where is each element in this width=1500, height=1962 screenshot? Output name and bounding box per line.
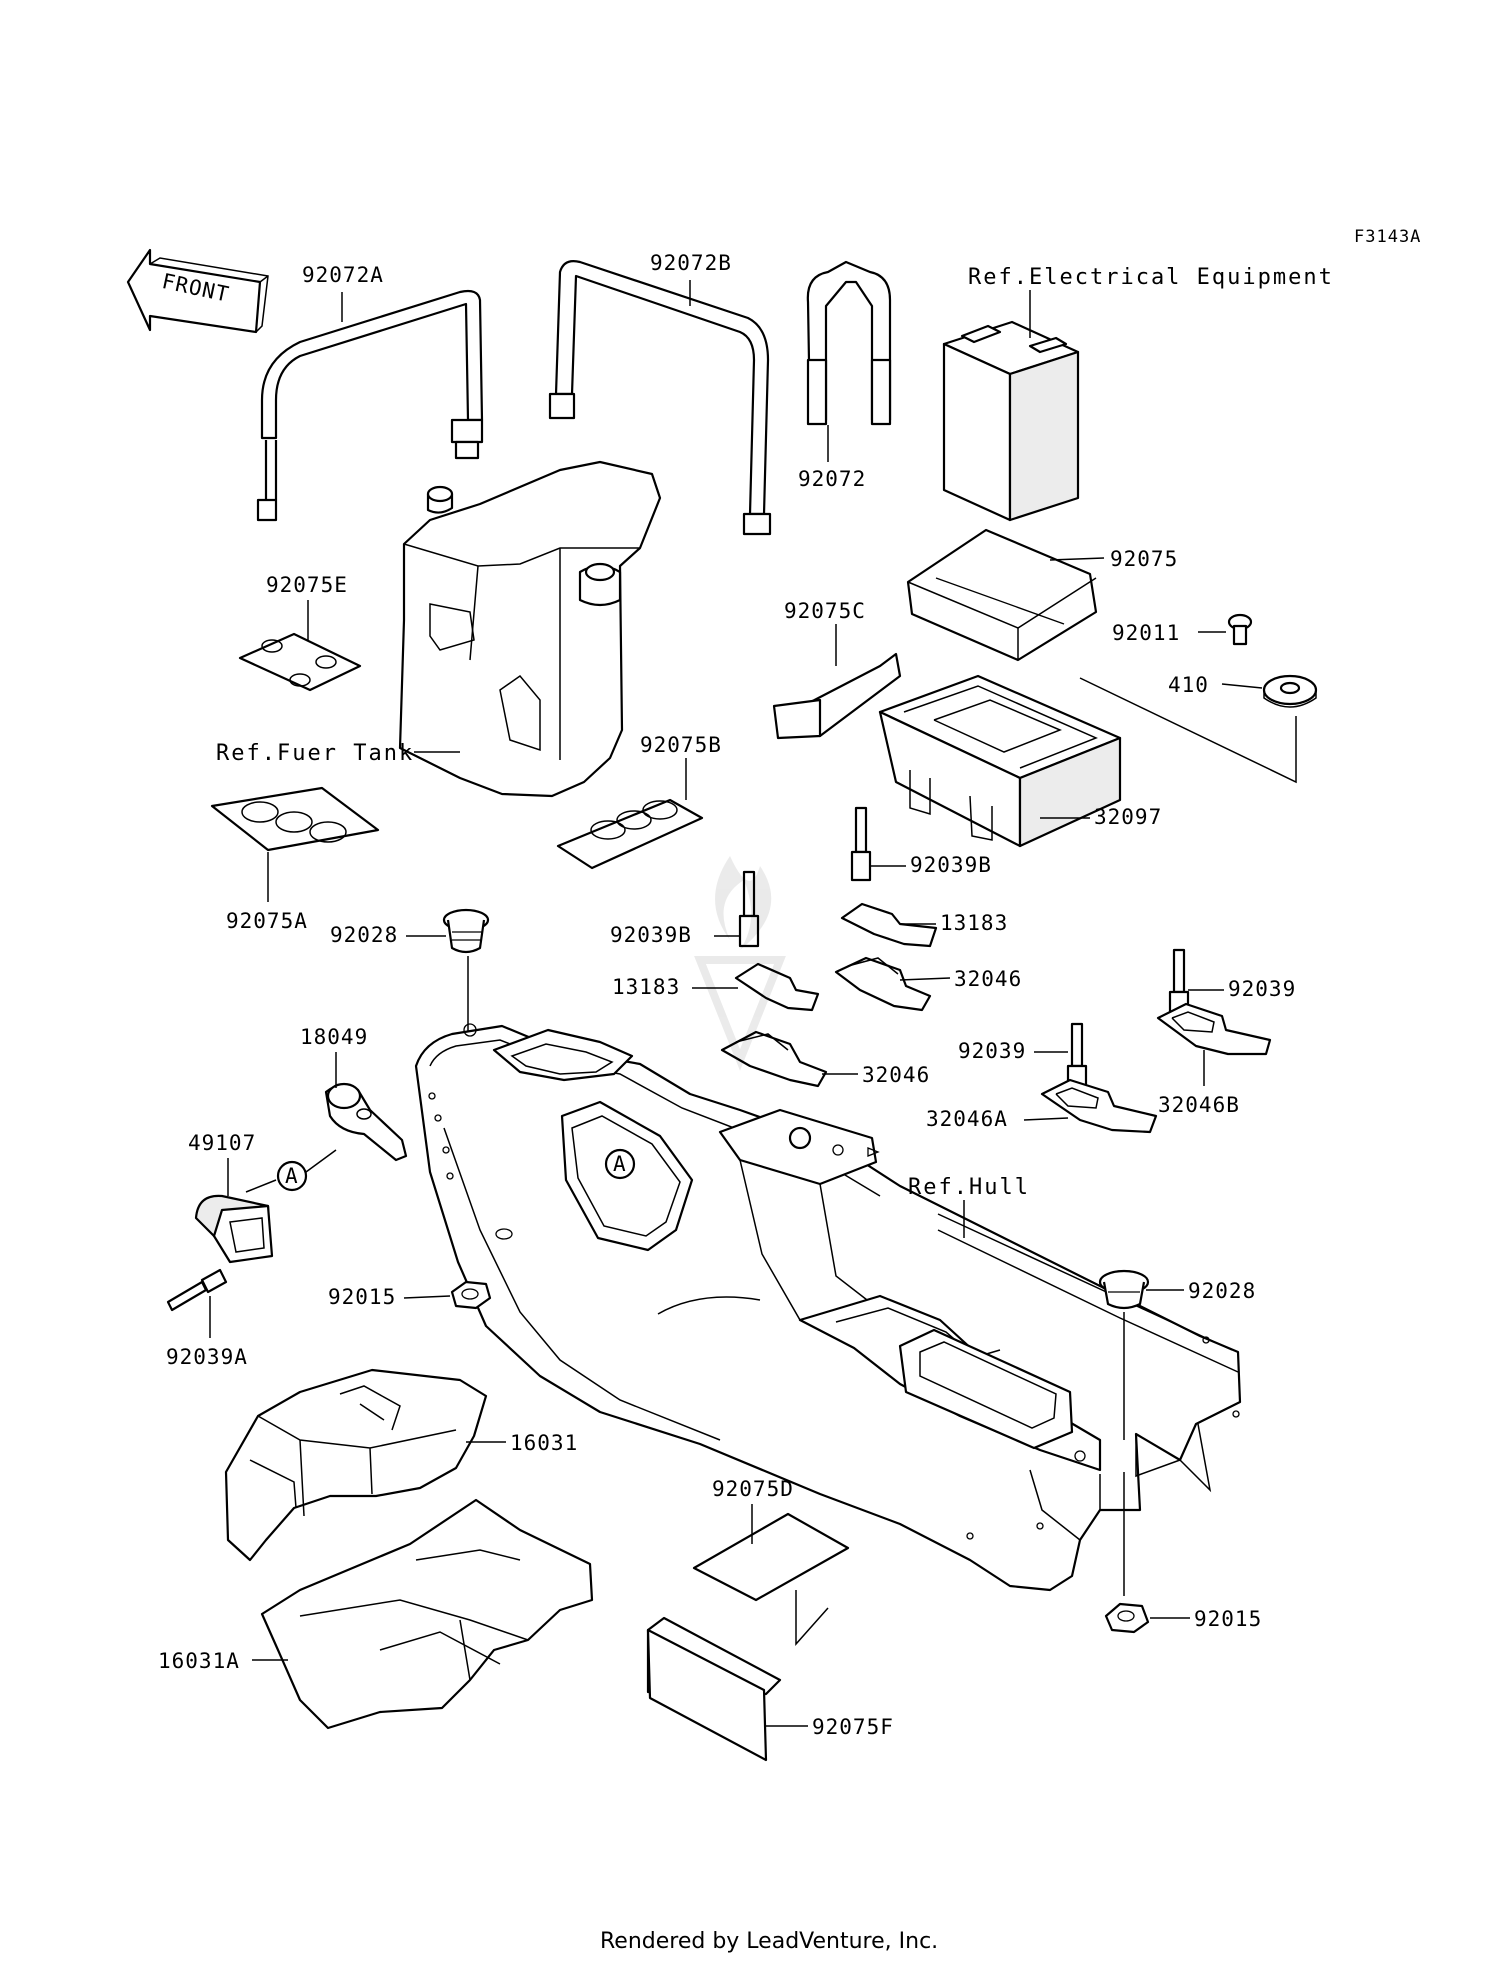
fuel-tank[interactable] [398,460,662,798]
label-92039B-middle: 92039B [610,923,692,947]
label-92011: 92011 [1112,621,1180,645]
label-13183-upper: 13183 [940,911,1008,935]
label-32046A: 32046A [926,1107,1008,1131]
label-49107: 49107 [188,1131,256,1155]
front-arrow-icon: FRONT [126,248,269,334]
cover-49107[interactable] [194,1194,274,1264]
rubber-32046A[interactable] [1040,1078,1158,1134]
nut-92015-left[interactable] [450,1280,492,1310]
ref-fuel-tank: Ref.Fuer Tank [216,741,414,766]
label-18049: 18049 [300,1025,368,1049]
nut-92015-right[interactable] [1104,1602,1150,1634]
pin-92039A[interactable] [166,1268,228,1312]
screw-92011[interactable] [1227,613,1253,646]
bracket-13183-lower[interactable] [734,962,820,1012]
label-92028-upper: 92028 [330,923,398,947]
label-92075B: 92075B [640,733,722,757]
rubber-32046-upper[interactable] [834,956,932,1012]
watermark-logo [694,856,786,1071]
cover-16031[interactable] [224,1368,488,1562]
pad-92075F[interactable] [646,1616,782,1762]
label-32097: 32097 [1094,805,1162,829]
pad-92075B[interactable] [556,798,704,870]
label-32046-upper: 32046 [954,967,1022,991]
label-92039-right: 92039 [1228,977,1296,1001]
label-92028-right: 92028 [1188,1279,1256,1303]
pad-92075E[interactable] [238,632,362,692]
battery-case-32097[interactable] [878,674,1122,848]
label-92072: 92072 [798,467,866,491]
washer-410[interactable] [1262,674,1318,708]
label-92072B: 92072B [650,251,732,275]
strap-92072A[interactable] [256,289,484,522]
label-13183-lower: 13183 [612,975,680,999]
pin-92039B-middle[interactable] [738,870,760,948]
label-410: 410 [1168,673,1209,697]
label-92072A: 92072A [302,263,384,287]
strap-92072B[interactable] [548,260,772,536]
marker-a-left: A [276,1160,308,1192]
strap-92072[interactable] [806,260,892,426]
label-92015-right: 92015 [1194,1607,1262,1631]
plug-92028-right[interactable] [1098,1269,1150,1310]
label-92075: 92075 [1110,547,1178,571]
pad-92075D[interactable] [692,1512,850,1602]
ref-electrical-equipment: Ref.Electrical Equipment [968,265,1334,290]
label-92075D: 92075D [712,1477,794,1501]
label-92015-left: 92015 [328,1285,396,1309]
label-92039B-upper: 92039B [910,853,992,877]
svg-text:A: A [613,1152,627,1176]
marker-a-center: A [604,1148,636,1180]
rubber-32046-lower[interactable] [720,1030,828,1088]
label-32046B: 32046B [1158,1093,1240,1117]
battery-mat-92075[interactable] [906,528,1098,662]
rubber-32046B[interactable] [1156,1002,1272,1056]
label-92039A: 92039A [166,1345,248,1369]
scupper-18049[interactable] [324,1082,408,1162]
battery[interactable] [942,320,1080,522]
ref-hull: Ref.Hull [908,1175,1030,1200]
label-92075E: 92075E [266,573,348,597]
label-92075C: 92075C [784,599,866,623]
svg-text:A: A [285,1164,299,1188]
diagram-code: F3143A [1354,227,1421,247]
pad-92075C[interactable] [772,652,902,740]
label-92075F: 92075F [812,1715,894,1739]
label-92075A: 92075A [226,909,308,933]
bracket-13183-upper[interactable] [840,902,938,948]
pin-92039B-upper[interactable] [850,806,872,882]
label-32046-lower: 32046 [862,1063,930,1087]
label-16031A: 16031A [158,1649,240,1673]
pad-92075A[interactable] [210,786,380,852]
label-92039-middle: 92039 [958,1039,1026,1063]
label-16031: 16031 [510,1431,578,1455]
cover-16031A[interactable] [260,1498,594,1730]
plug-92028-upper[interactable] [442,908,490,954]
footer-credit: Rendered by LeadVenture, Inc. [600,1929,938,1954]
